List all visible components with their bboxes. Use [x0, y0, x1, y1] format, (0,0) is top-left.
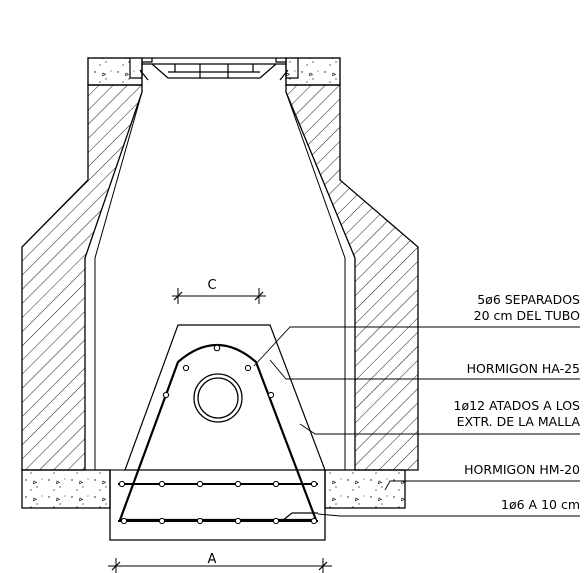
callout-concrete-hm: HORMIGON HM-20 — [464, 462, 580, 477]
callout-rebar-ties-line2: EXTR. DE LA MALLA — [457, 414, 581, 429]
wall-right — [285, 84, 419, 471]
dimension-c-label: C — [207, 278, 216, 293]
rebar-bars — [118, 344, 318, 525]
rebar-cage — [118, 343, 318, 522]
pipe — [193, 373, 243, 423]
concrete-encasement — [124, 324, 326, 471]
wall-left — [21, 84, 143, 471]
callout-rebar-longitudinal-line2: 20 cm DEL TUBO — [474, 308, 581, 323]
manhole-walls — [21, 84, 419, 471]
callout-rebar-mesh: 1ø6 A 10 cm — [501, 497, 580, 512]
callout-rebar-ties-line1: 1ø12 ATADOS A LOS — [454, 398, 581, 413]
dimension-a — [108, 558, 332, 573]
callout-rebar-longitudinal-line1: 5ø6 SEPARADOS — [477, 292, 580, 307]
base-slab — [21, 469, 406, 541]
dimension-a-label: A — [208, 552, 217, 567]
manhole-cover — [87, 57, 341, 86]
leader-lines — [253, 326, 580, 517]
callout-concrete-ha: HORMIGON HA-25 — [467, 361, 580, 376]
dimension-c — [172, 288, 266, 304]
